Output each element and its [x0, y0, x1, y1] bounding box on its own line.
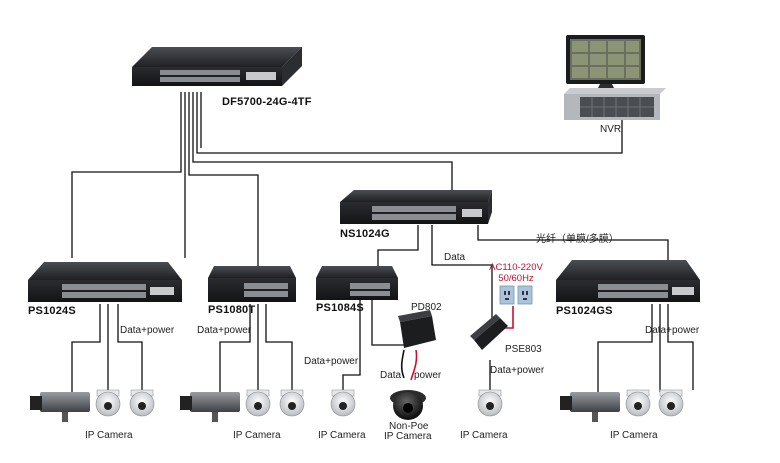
pse803-injector — [470, 314, 508, 350]
ip-camera-caption: IP Camera — [318, 430, 366, 441]
ip-camera-caption: IP Camera — [85, 430, 133, 441]
cable-ps1084s-cam — [342, 300, 361, 392]
ac-voltage-text: AC110-220V — [489, 262, 543, 273]
data-power-label-ps1024gs: Data+power — [645, 325, 700, 336]
dome-camera — [245, 389, 271, 417]
dome-camera — [129, 389, 155, 417]
pd802-splitter — [398, 310, 436, 348]
outlet-1 — [499, 285, 515, 305]
ps1024gs-switch — [556, 260, 700, 302]
cable-ps1024gs-cam3 — [667, 304, 694, 390]
ps1080t-label: PS1080T — [208, 304, 256, 316]
dome-camera — [658, 389, 684, 417]
data-power-label-ps1084s: Data+power — [304, 356, 359, 367]
cable-ps1080t-cam3 — [265, 304, 293, 390]
bullet-camera — [30, 392, 90, 422]
ns1024g-label: NS1024G — [340, 228, 390, 240]
ip-camera-caption: IP Camera — [460, 430, 508, 441]
bullet-camera — [180, 392, 240, 422]
nvr-device — [564, 35, 666, 120]
ps1024gs-label: PS1024GS — [556, 305, 613, 317]
dome-camera — [279, 389, 305, 417]
dome-camera — [95, 389, 121, 417]
ip-camera-caption: IP Camera — [233, 430, 281, 441]
pse803-label: PSE803 — [505, 344, 542, 355]
ps1080t-switch — [208, 266, 296, 302]
cable-core-to-nvr — [196, 92, 623, 154]
power-outlets — [499, 285, 533, 305]
non-poe-caption: Non-Poe — [389, 421, 429, 432]
cable-ns-data-to-pse — [431, 225, 493, 318]
cable-ns-fiber-to-ps1024gs — [477, 225, 669, 262]
cable-core-to-ps1080t-b — [188, 92, 259, 268]
cable-ns-to-ps1084s — [377, 225, 419, 268]
ps1084s-label: PS1084S — [316, 302, 364, 314]
ac-power-label: AC110-220V 50/60Hz — [488, 262, 544, 284]
ps1024s-switch — [28, 262, 182, 302]
bullet-camera — [560, 392, 620, 422]
dome-camera — [477, 389, 503, 417]
cable-ps1080t-cam1 — [219, 304, 251, 392]
cable-core-to-ps1024s — [71, 92, 182, 258]
data-power-label-pse: Data+power — [490, 365, 545, 376]
dome-camera — [625, 389, 651, 417]
dome-camera — [330, 389, 356, 417]
fiber-label: 光纤（单膜/多膜） — [536, 234, 619, 245]
ip-camera-caption: IP Camera — [610, 430, 658, 441]
cable-ps1024gs-cam1 — [597, 304, 653, 392]
pd-data-label: Data — [380, 370, 402, 381]
cable-core-to-ns1024g — [192, 92, 453, 195]
pd-power-label: power — [414, 370, 442, 381]
data-label: Data — [444, 252, 466, 263]
ns1024g-switch — [340, 190, 492, 224]
ac-frequency-text: 50/60Hz — [498, 273, 534, 284]
pd802-label: PD802 — [411, 302, 442, 313]
data-power-label-ps1024s: Data+power — [120, 325, 175, 336]
data-power-label-ps1080t: Data+power — [197, 325, 252, 336]
cable-ps1024s-cam1 — [71, 304, 101, 392]
cables — [71, 92, 694, 392]
cable-ps1024s-cam3 — [117, 304, 143, 390]
ps1084s-switch — [316, 266, 398, 300]
core-switch — [132, 47, 302, 86]
nvr-label: NVR — [600, 124, 622, 135]
outlet-2 — [517, 285, 533, 305]
ip-camera-caption: IP Camera — [384, 431, 432, 442]
pd-pigtails — [400, 349, 418, 381]
pse-power-cable — [504, 306, 514, 329]
core-switch-label: DF5700-24G-4TF — [222, 96, 312, 108]
non-poe-dome-camera — [390, 390, 426, 420]
ps1024s-label: PS1024S — [28, 305, 76, 317]
